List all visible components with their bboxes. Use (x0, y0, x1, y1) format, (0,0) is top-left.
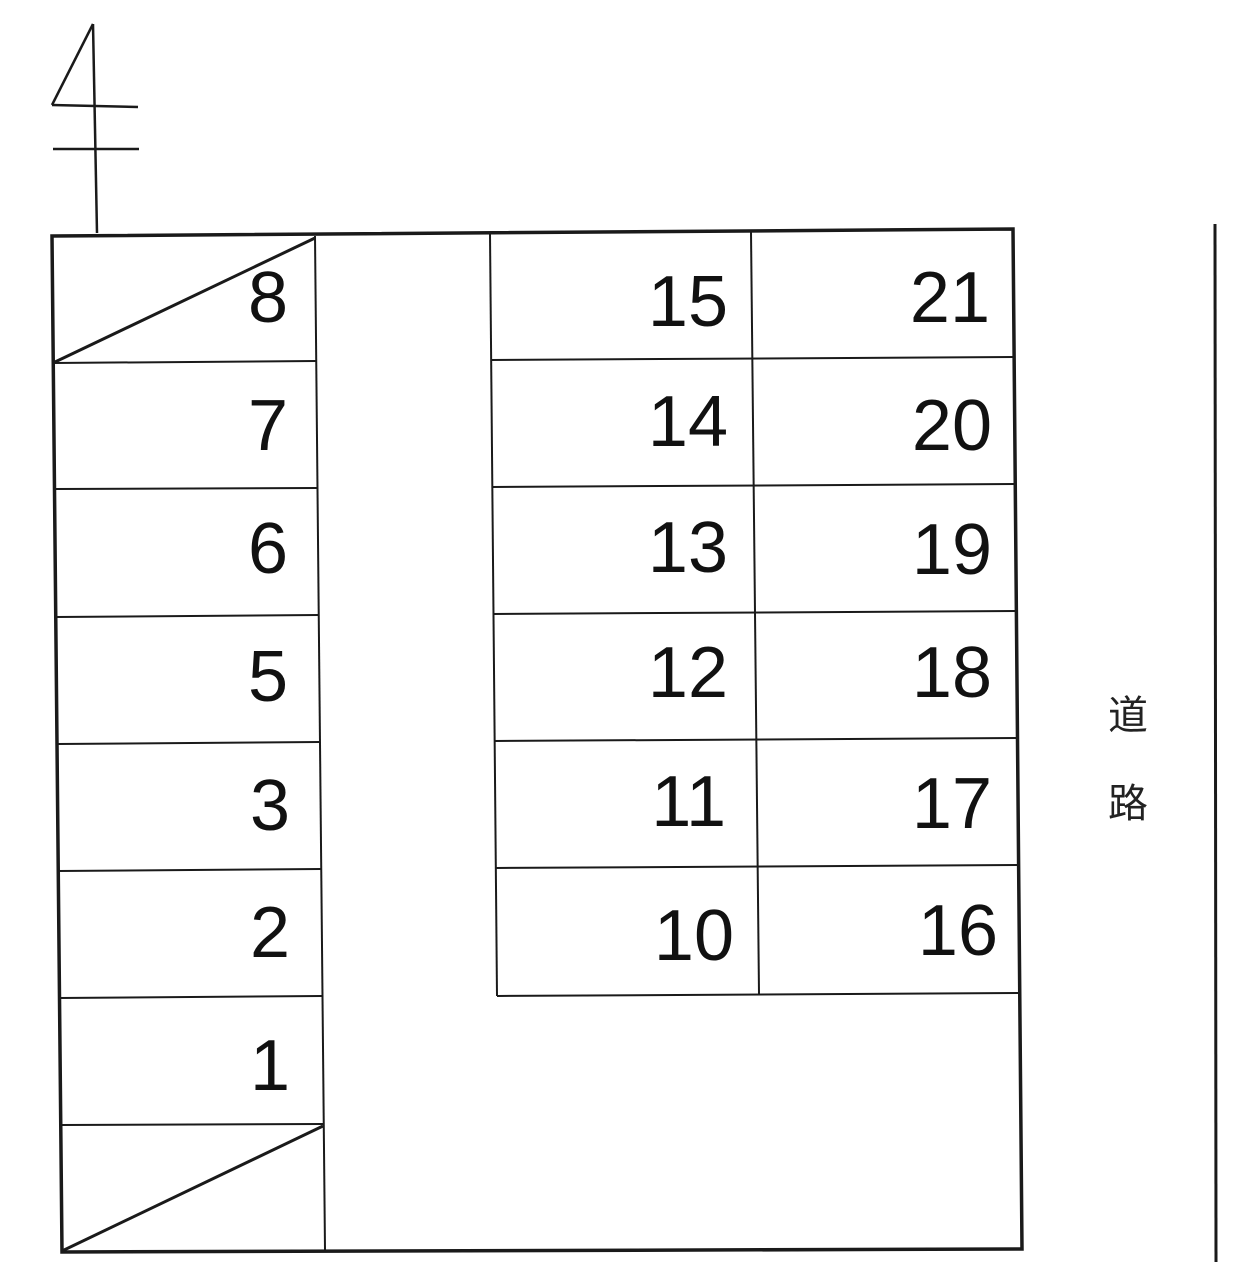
right-block-spaces (489, 231, 1021, 997)
space-number: 20 (911, 386, 992, 466)
space-number: 13 (647, 508, 728, 588)
space-number: 15 (647, 262, 728, 342)
space-number: 18 (911, 633, 992, 713)
space-number: 21 (909, 258, 990, 338)
space-number: 10 (653, 896, 734, 976)
space-number: 16 (917, 891, 998, 971)
space-number: 19 (911, 510, 992, 590)
space-number: 5 (247, 637, 288, 717)
north-arrow-icon (50, 23, 139, 234)
road-label-text: 道路 (1108, 693, 1148, 827)
space-number: 8 (247, 258, 288, 338)
space-number: 1 (249, 1026, 290, 1106)
space-number: 11 (651, 762, 726, 842)
space-number: 12 (647, 633, 728, 713)
space-number: 17 (911, 764, 992, 844)
space-number: 2 (249, 893, 290, 973)
space-number: 3 (249, 766, 290, 846)
space-number: 14 (647, 382, 728, 462)
space-number: 7 (247, 386, 288, 466)
space-number: 6 (247, 509, 288, 589)
lot-outline (50, 227, 1024, 1254)
road-edge-line (1213, 223, 1218, 1263)
road-label: 道路 (1103, 672, 1153, 848)
left-column-spaces (53, 235, 326, 1253)
